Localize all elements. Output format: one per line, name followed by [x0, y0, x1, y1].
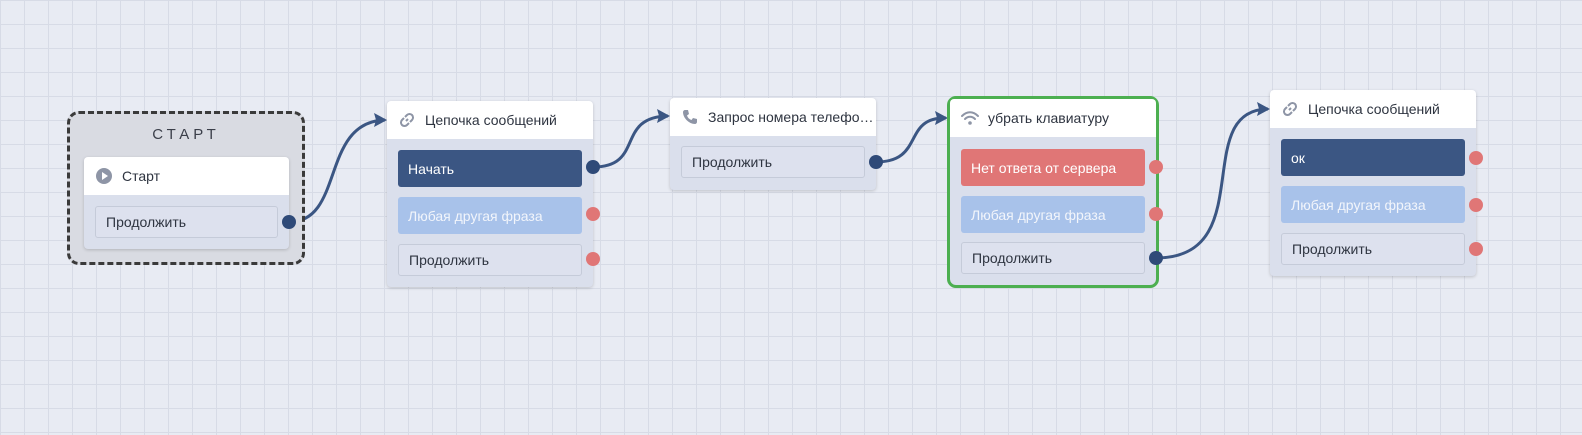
connection-phone-to-keyboard — [875, 116, 947, 164]
continue-button[interactable]: Продолжить — [961, 242, 1145, 274]
link-icon — [1280, 99, 1300, 119]
any-other-phrase-button[interactable]: Любая другая фраза — [398, 197, 582, 234]
phone-icon — [680, 107, 700, 127]
chain-1-continue-port[interactable] — [586, 252, 600, 266]
chain-2-continue-port[interactable] — [1469, 242, 1483, 256]
chain-1-start-port[interactable] — [586, 160, 600, 174]
connection-keyboard-to-chain2 — [1155, 107, 1269, 260]
arrowhead — [935, 111, 948, 125]
chain-node-1-title: Цепочка сообщений — [425, 112, 557, 128]
continue-button[interactable]: Продолжить — [1281, 233, 1465, 265]
start-node-title: Старт — [122, 168, 161, 184]
start-node[interactable]: Старт Продолжить — [84, 157, 289, 249]
chain-node-2-title: Цепочка сообщений — [1308, 101, 1440, 117]
start-continue-port[interactable] — [282, 215, 296, 229]
start-button[interactable]: Начать — [398, 150, 582, 187]
phone-request-node[interactable]: Запрос номера телефо… Продолжить — [670, 98, 876, 190]
keyboard-no-response-port[interactable] — [1149, 160, 1163, 174]
arrowhead — [374, 113, 387, 127]
keyboard-any-phrase-port[interactable] — [1149, 207, 1163, 221]
continue-button[interactable]: Продолжить — [681, 146, 865, 178]
wifi-icon — [960, 108, 980, 128]
no-server-response-button[interactable]: Нет ответа от сервера — [961, 149, 1145, 186]
start-continue-button[interactable]: Продолжить — [95, 206, 278, 238]
keyboard-continue-port[interactable] — [1149, 251, 1163, 265]
chain-node-2[interactable]: Цепочка сообщений ок Любая другая фраза … — [1270, 90, 1476, 276]
remove-keyboard-node-title: убрать клавиатуру — [988, 110, 1110, 126]
remove-keyboard-node-header: убрать клавиатуру — [950, 99, 1156, 137]
connection-chain-to-phone — [592, 114, 669, 169]
ok-button[interactable]: ок — [1281, 139, 1465, 176]
continue-button[interactable]: Продолжить — [398, 244, 582, 276]
any-other-phrase-button[interactable]: Любая другая фраза — [1281, 186, 1465, 223]
play-icon — [94, 166, 114, 186]
phone-request-node-title: Запрос номера телефо… — [708, 109, 874, 125]
start-frame-label: СТАРТ — [152, 126, 220, 143]
start-node-header: Старт — [84, 157, 289, 195]
phone-request-node-header: Запрос номера телефо… — [670, 98, 876, 136]
phone-continue-port[interactable] — [869, 155, 883, 169]
chain-2-any-phrase-port[interactable] — [1469, 198, 1483, 212]
chain-node-2-header: Цепочка сообщений — [1270, 90, 1476, 128]
chain-2-ok-port[interactable] — [1469, 151, 1483, 165]
arrowhead — [1257, 102, 1270, 116]
chain-node-1-header: Цепочка сообщений — [387, 101, 593, 139]
remove-keyboard-node[interactable]: убрать клавиатуру Нет ответа от сервера … — [947, 96, 1159, 288]
chain-1-any-phrase-port[interactable] — [586, 207, 600, 221]
any-other-phrase-button[interactable]: Любая другая фраза — [961, 196, 1145, 233]
arrowhead — [657, 109, 670, 123]
chain-node-1[interactable]: Цепочка сообщений Начать Любая другая фр… — [387, 101, 593, 287]
link-icon — [397, 110, 417, 130]
